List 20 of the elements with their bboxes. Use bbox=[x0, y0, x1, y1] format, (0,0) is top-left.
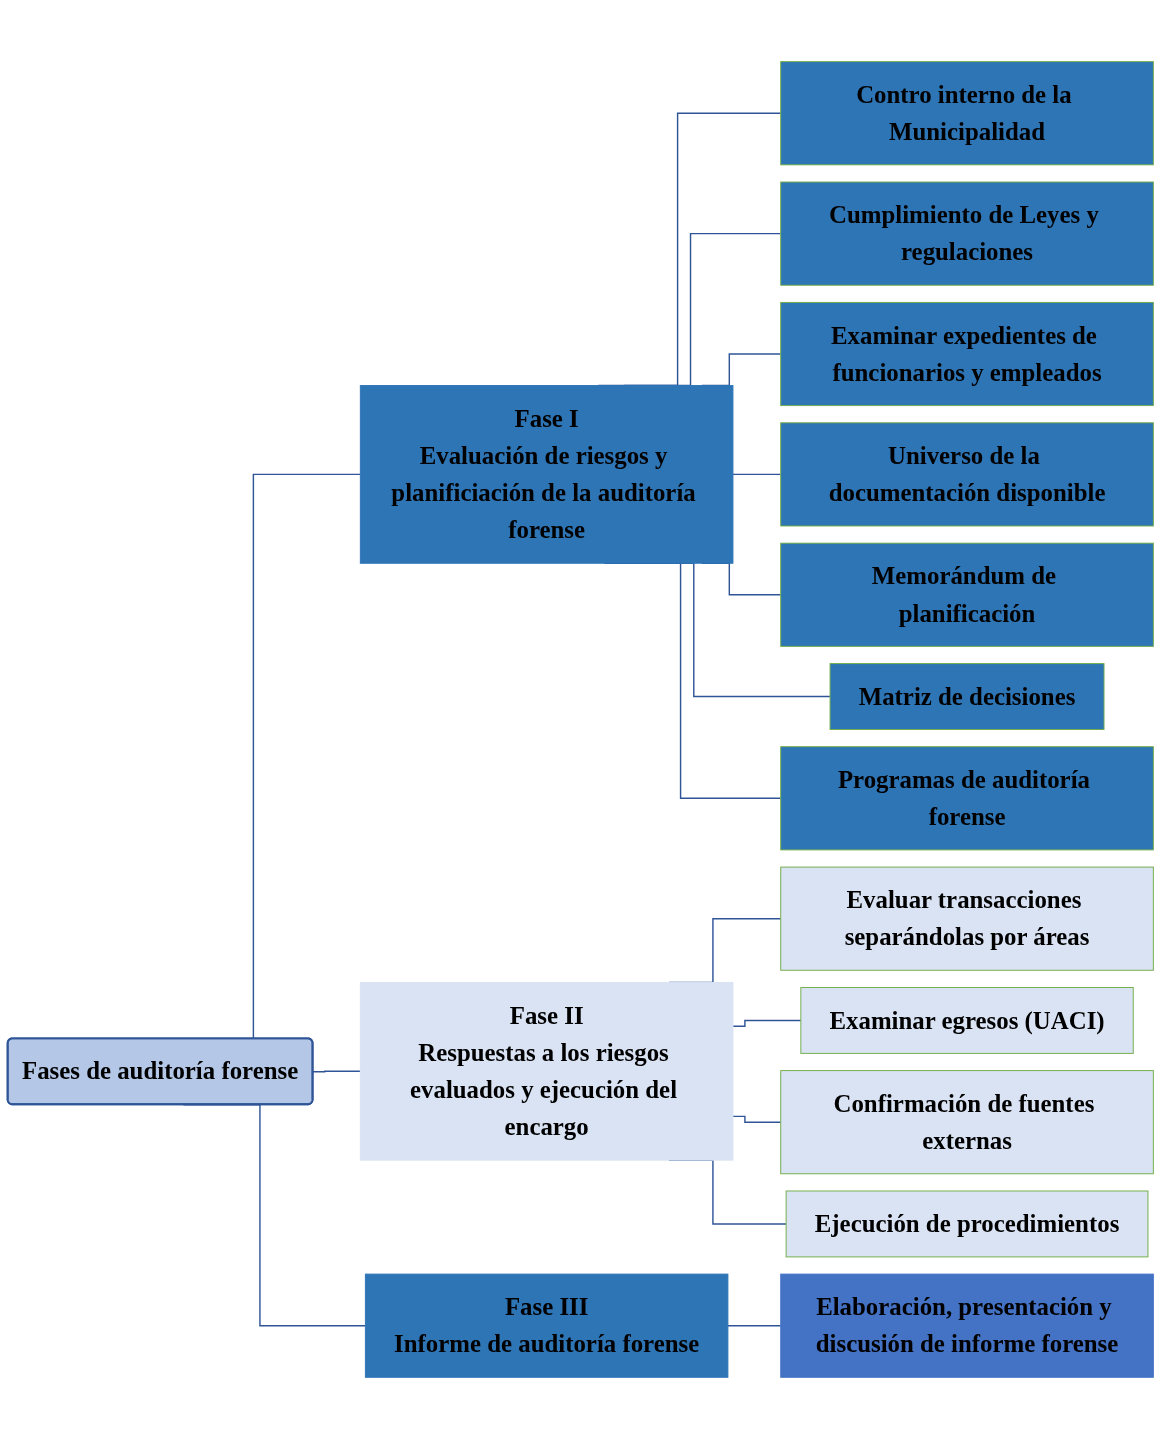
node-box: Matriz de decisiones bbox=[829, 663, 1105, 730]
node-box: Examinar expedientes de funcionarios y empleados bbox=[780, 301, 1154, 407]
node-box: Ejecución de procedimientos bbox=[785, 1190, 1149, 1258]
node-box: Examinar egresos (UACI) bbox=[800, 987, 1134, 1054]
node-box: Fase II Respuestas a los riesgos evaluados y ejecución del encargo bbox=[359, 982, 734, 1161]
connector bbox=[732, 1019, 802, 1027]
node-box: Universo de la documentación disponible bbox=[780, 422, 1154, 527]
node-box: Memorándum de planificación bbox=[780, 542, 1154, 647]
node-box: Confirmación de fuentes externas bbox=[780, 1070, 1154, 1175]
connector bbox=[727, 1325, 782, 1327]
connector bbox=[732, 1115, 782, 1123]
connector bbox=[312, 1070, 362, 1073]
node-box: Fase III Informe de auditoría forense bbox=[364, 1273, 729, 1378]
node-box: Programas de auditoría forense bbox=[780, 746, 1154, 851]
node-box: Contro interno de la Municipalidad bbox=[780, 61, 1154, 166]
connector bbox=[732, 473, 782, 476]
node-box: Cumplimiento de Leyes y regulaciones bbox=[780, 181, 1154, 286]
node-box: Fase I Evaluación de riesgos y planificiación de la auditoría forense bbox=[359, 385, 734, 564]
node-box: Elaboración, presentación y discusión de informe forense bbox=[780, 1273, 1154, 1378]
node-box: Evaluar transacciones separándolas por áreas bbox=[780, 866, 1154, 971]
